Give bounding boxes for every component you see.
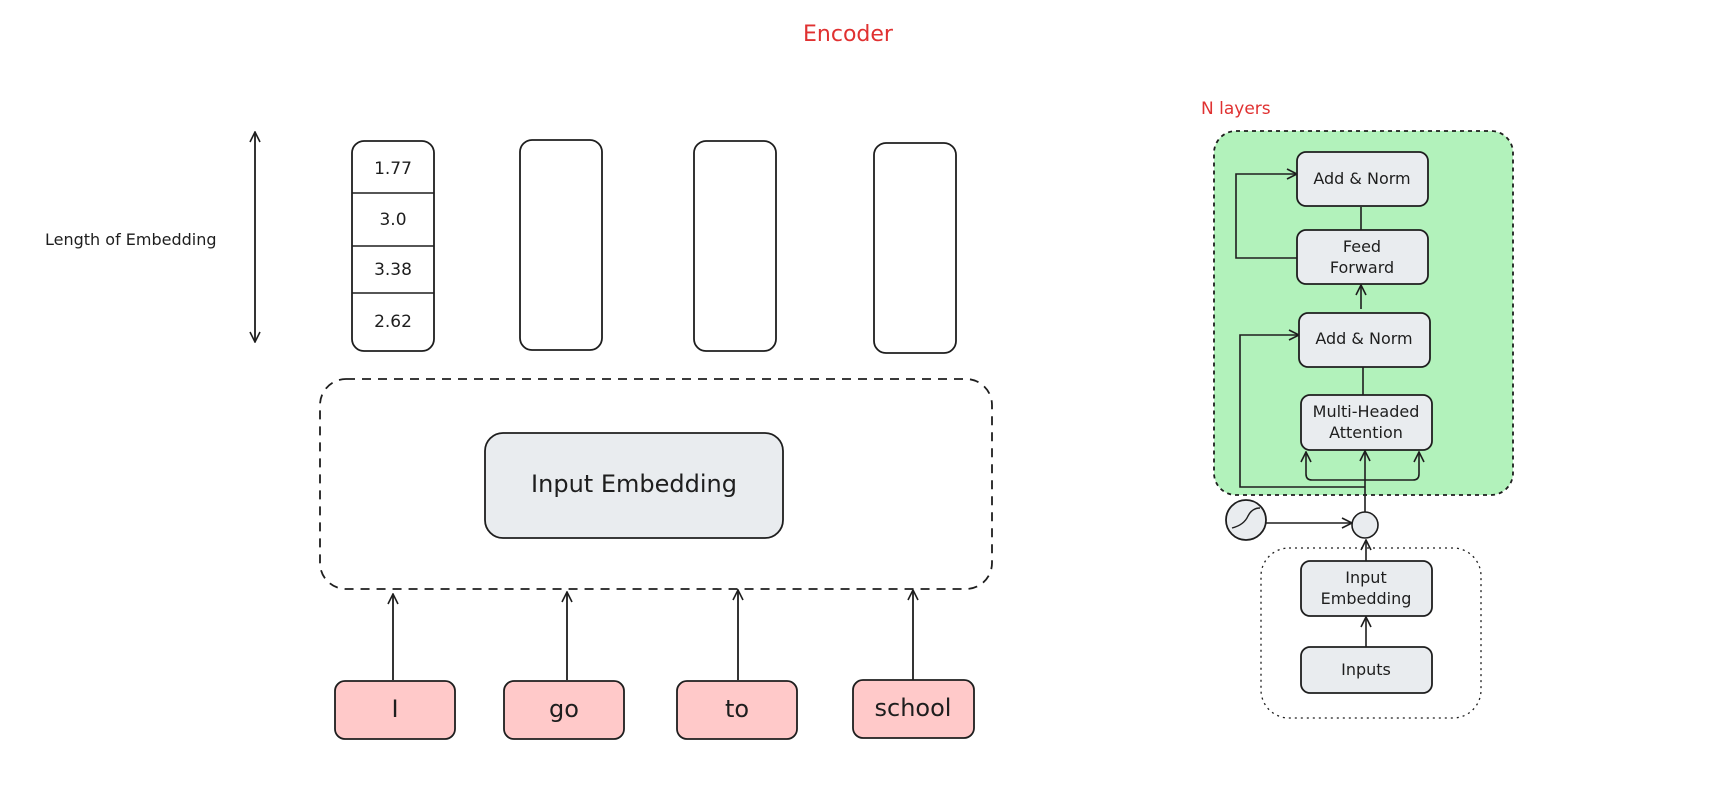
token-to-label: to (725, 695, 749, 723)
embedding-dashed-container (319, 378, 993, 590)
embedding-value-2: 3.0 (379, 210, 406, 230)
multi-headed-attention-block: Multi-Headed Attention (1300, 394, 1433, 451)
embedding-vector-3 (693, 140, 777, 352)
small-input-embedding-block: Input Embedding (1300, 560, 1433, 617)
token-school: school (852, 679, 975, 739)
add-norm-bottom-label: Add & Norm (1315, 329, 1412, 348)
embedding-value-1: 1.77 (374, 159, 412, 179)
add-norm-bottom-block: Add & Norm (1298, 312, 1431, 368)
token-to: to (676, 680, 798, 740)
embedding-value-4: 2.62 (374, 312, 412, 332)
token-school-label: school (875, 694, 952, 722)
n-layers-label: N layers (1201, 99, 1271, 119)
input-embedding-box (484, 432, 784, 539)
token-i-label: I (391, 695, 398, 723)
embedding-vector-1: 1.77 3.0 3.38 2.62 (351, 140, 435, 352)
residual-path-top (1235, 174, 1297, 259)
input-dotted-container (1260, 547, 1482, 719)
inputs-block: Inputs (1300, 646, 1433, 694)
positional-encoding-wave (1231, 507, 1261, 529)
feed-forward-label-line1: Feed (1343, 237, 1381, 256)
mha-label-line1: Multi-Headed (1313, 402, 1420, 421)
feed-forward-block: Feed Forward (1296, 229, 1429, 285)
attention-input-right (1365, 452, 1419, 481)
feed-forward-label-line2: Forward (1330, 258, 1394, 277)
small-input-embedding-line2: Embedding (1321, 589, 1412, 608)
token-go: go (503, 680, 625, 740)
input-embedding-label: Input Embedding (531, 470, 737, 498)
embedding-value-3: 3.38 (374, 260, 412, 280)
add-norm-top-block: Add & Norm (1296, 151, 1429, 207)
inputs-label: Inputs (1341, 660, 1391, 679)
residual-path-bottom (1239, 335, 1365, 488)
small-input-embedding-line1: Input (1345, 568, 1386, 587)
diagram-title: Encoder (803, 22, 894, 47)
embedding-vector-4 (873, 142, 957, 354)
add-node-icon (1351, 511, 1379, 539)
token-go-label: go (549, 695, 579, 723)
add-norm-top-label: Add & Norm (1313, 169, 1410, 188)
attention-input-left (1306, 452, 1365, 481)
token-i: I (334, 680, 456, 740)
embedding-vector-2 (519, 139, 603, 351)
mha-label-line2: Attention (1329, 423, 1403, 442)
length-of-embedding-label: Length of Embedding (45, 230, 217, 249)
